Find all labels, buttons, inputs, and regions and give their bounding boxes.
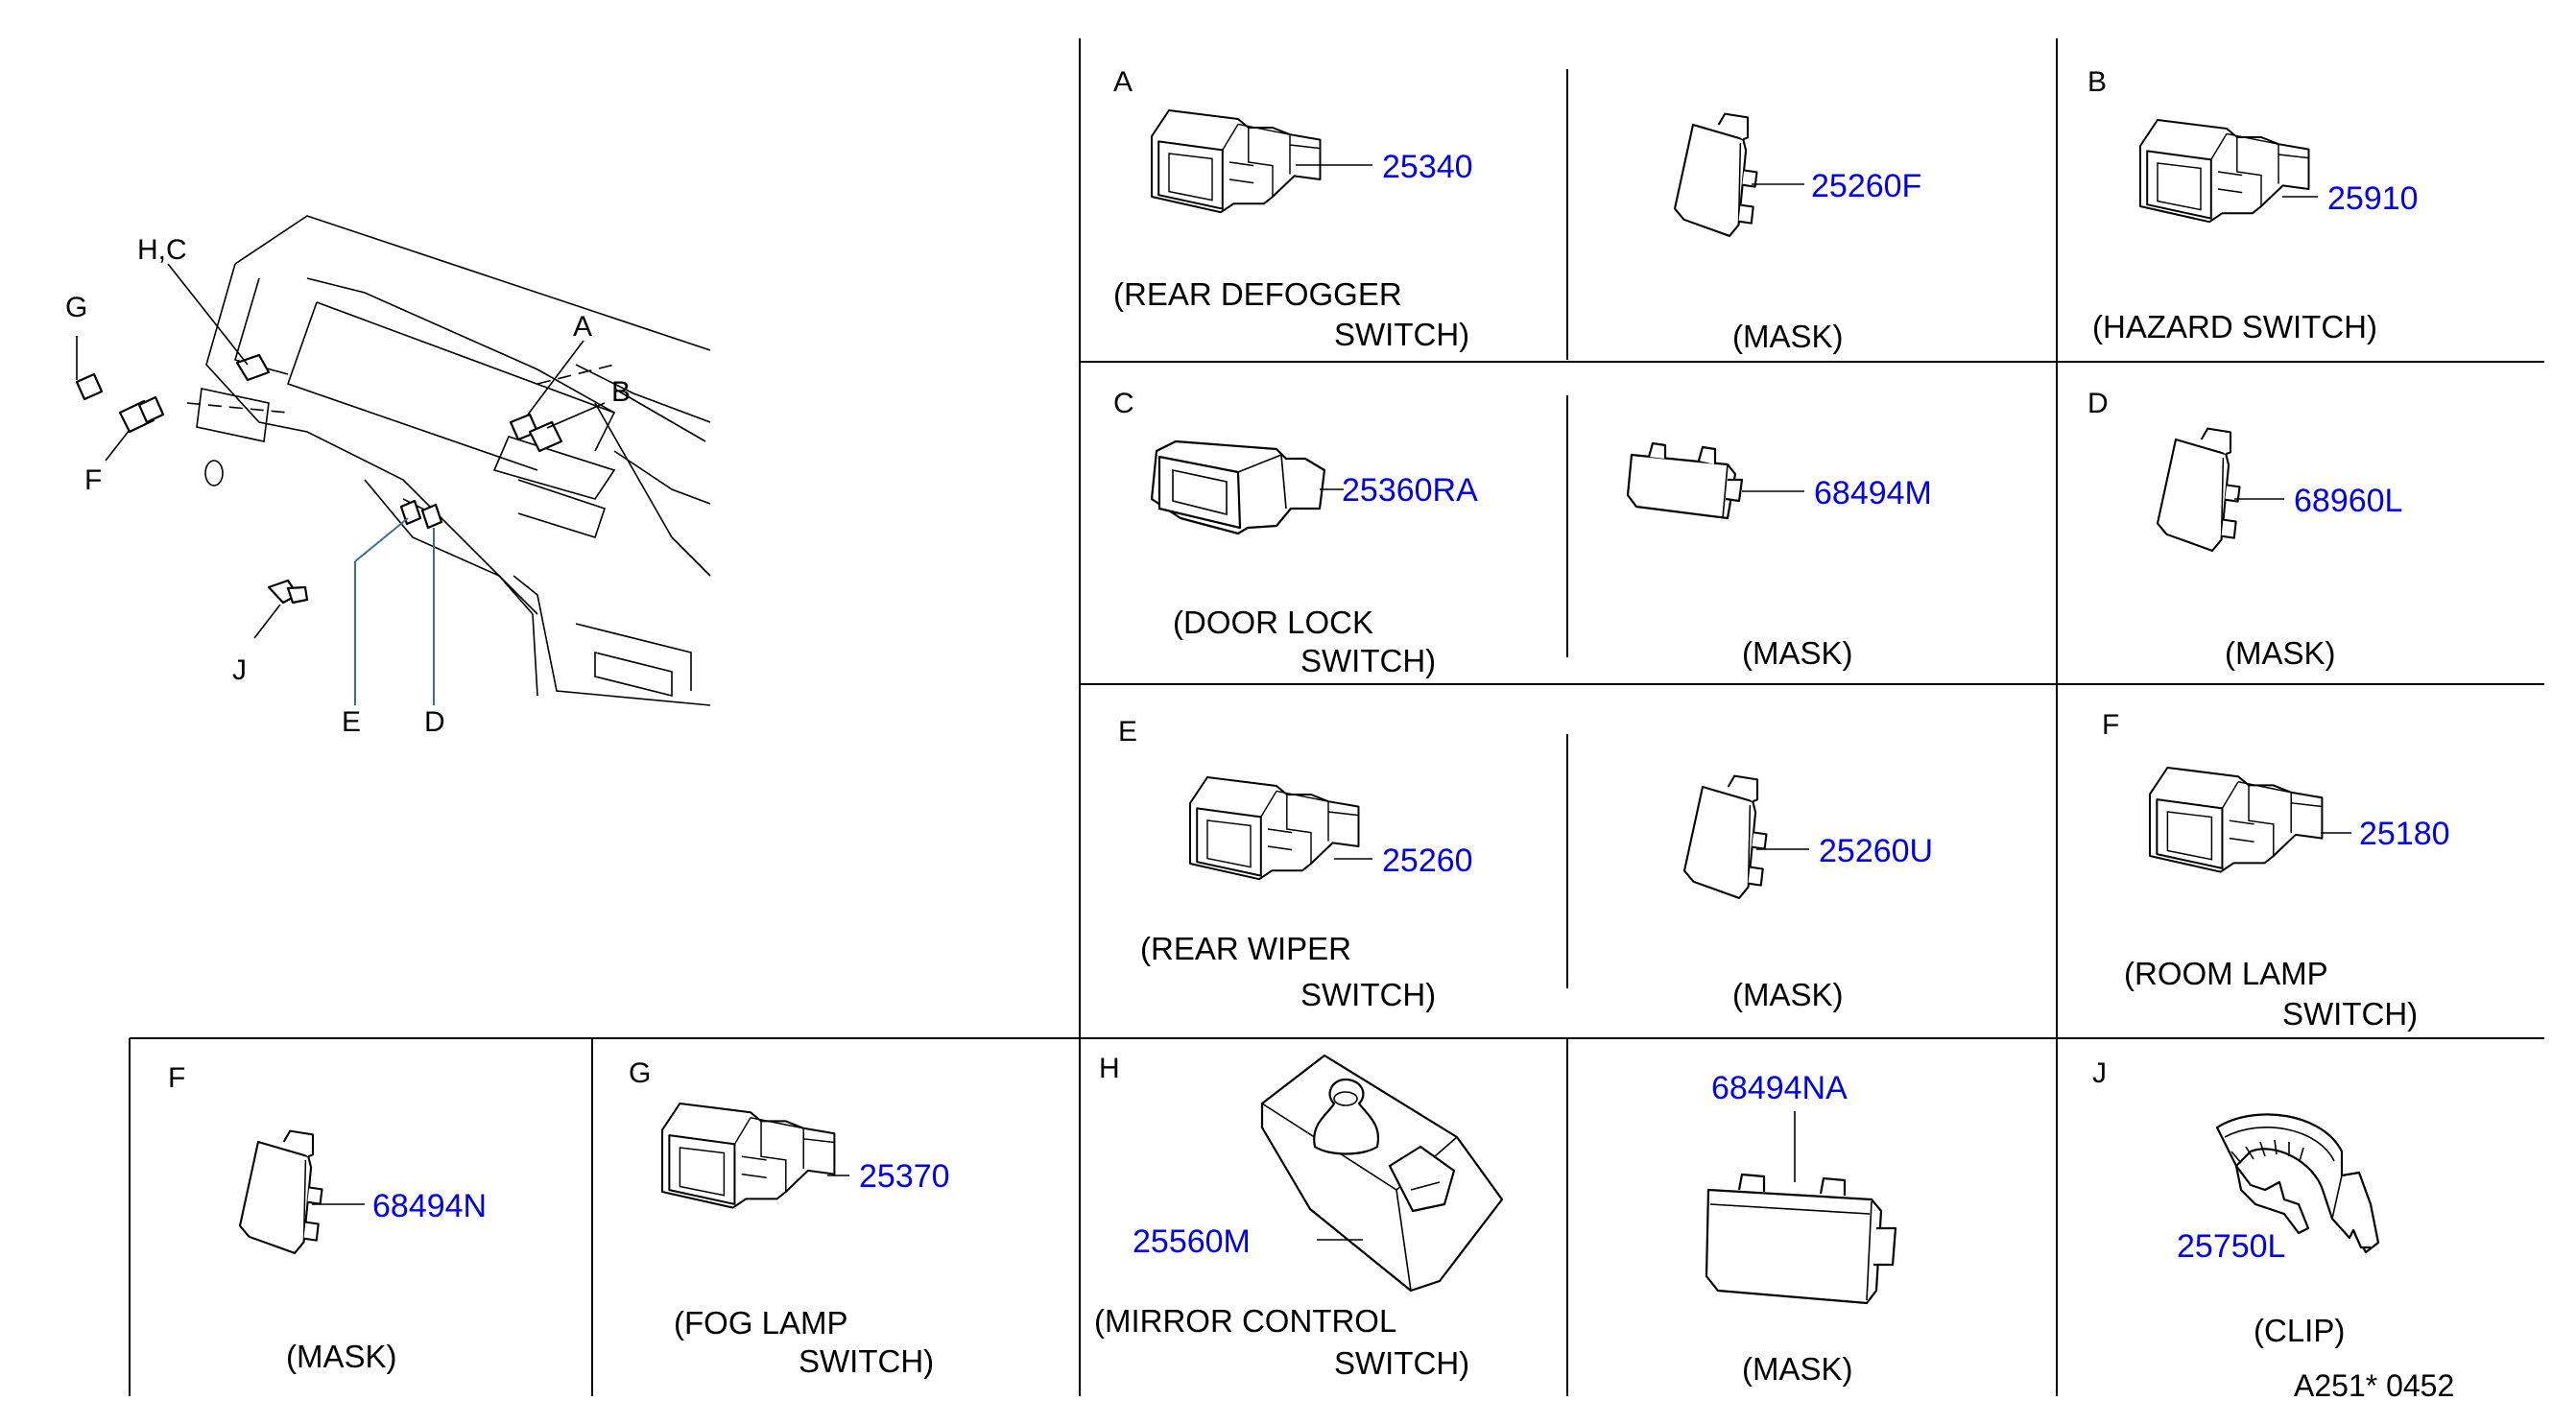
- cell-a-switch: A 25340 (REAR DEFOGGER SWITCH): [1113, 66, 1473, 352]
- part-number-link[interactable]: 68494N: [372, 1188, 487, 1224]
- overview-label-f: F: [84, 464, 102, 496]
- fog-lamp-switch-illustration: [660, 1102, 836, 1209]
- part-caption: SWITCH): [1334, 1345, 1469, 1381]
- part-caption: (ROOM LAMP: [2124, 956, 2328, 991]
- mask-illustration: [1673, 112, 1758, 237]
- cell-j-clip: J 25750L (CLIP): [2092, 1057, 2380, 1348]
- cell-c-switch: C 25360RA (DOOR LOCK SWITCH): [1113, 388, 1478, 678]
- part-caption: (MIRROR CONTROL: [1094, 1303, 1396, 1339]
- mask-illustration: [1626, 441, 1744, 520]
- part-caption: SWITCH): [1334, 317, 1469, 352]
- overview-label-a: A: [573, 311, 592, 343]
- cell-letter: B: [2087, 66, 2107, 98]
- cell-f-mask: F 68494N (MASK): [168, 1062, 487, 1374]
- part-caption: SWITCH): [2282, 996, 2418, 1032]
- cell-letter: F: [168, 1062, 185, 1094]
- cell-letter: C: [1113, 388, 1134, 419]
- part-caption: (MASK): [1732, 319, 1844, 354]
- part-caption: (MASK): [1742, 635, 1853, 671]
- clip-illustration: [2215, 1113, 2380, 1254]
- cell-letter: H: [1099, 1053, 1120, 1084]
- part-caption: SWITCH): [799, 1343, 934, 1379]
- cell-letter: A: [1113, 66, 1133, 98]
- cell-a-mask: 25260F (MASK): [1673, 112, 1921, 354]
- overview-label-e: E: [342, 706, 361, 738]
- part-number-link[interactable]: 25370: [859, 1158, 950, 1195]
- part-caption: SWITCH): [1300, 977, 1436, 1012]
- mask-illustration: [1705, 1173, 1897, 1305]
- cell-h-mask: 68494NA (MASK): [1705, 1070, 1897, 1387]
- cell-letter: E: [1118, 716, 1137, 748]
- part-number-link[interactable]: 25340: [1382, 149, 1473, 185]
- dashboard-outline: [186, 215, 711, 706]
- part-number-link[interactable]: 25560M: [1133, 1223, 1251, 1260]
- drawing-code: A251* 0452: [2294, 1368, 2454, 1403]
- overview-label-g: G: [65, 292, 87, 323]
- cell-letter: D: [2087, 388, 2109, 419]
- part-caption: SWITCH): [1300, 643, 1436, 678]
- part-caption: (REAR WIPER: [1140, 931, 1351, 966]
- door-lock-switch-illustration: [1150, 439, 1326, 535]
- mirror-control-switch-illustration: [1260, 1054, 1504, 1293]
- rear-defogger-switch-illustration: [1151, 109, 1322, 214]
- grid-lines: [129, 38, 2544, 1396]
- cell-h-switch: H 25560M (MIRROR CONTROL SWITCH): [1094, 1053, 1504, 1381]
- cell-letter: J: [2092, 1057, 2107, 1089]
- part-number-link[interactable]: 25360RA: [1342, 472, 1478, 509]
- part-caption: (MASK): [2225, 635, 2336, 671]
- cell-c-mask: 68494M (MASK): [1626, 441, 1932, 671]
- part-number-link[interactable]: 68960L: [2294, 483, 2402, 519]
- part-caption: (MASK): [1732, 977, 1844, 1012]
- part-number-link[interactable]: 25750L: [2177, 1228, 2285, 1265]
- part-number-link[interactable]: 68494NA: [1711, 1070, 1848, 1106]
- cell-letter: F: [2102, 709, 2119, 741]
- overview-label-b: B: [611, 376, 631, 408]
- part-caption: (DOOR LOCK: [1173, 605, 1373, 640]
- part-caption: (FOG LAMP: [674, 1305, 848, 1341]
- overview-label-hc: H,C: [137, 234, 187, 266]
- part-number-link[interactable]: 68494M: [1814, 475, 1932, 511]
- hazard-switch-illustration: [2139, 119, 2310, 224]
- part-number-link[interactable]: 25260: [1382, 843, 1473, 879]
- part-caption: (MASK): [1742, 1351, 1853, 1387]
- part-caption: (HAZARD SWITCH): [2092, 309, 2377, 344]
- mask-illustration: [238, 1129, 323, 1254]
- cell-g-switch: G 25370 (FOG LAMP SWITCH): [629, 1057, 950, 1379]
- dashboard-overview: H,C G F A B J E D: [65, 215, 711, 738]
- part-number-link[interactable]: 25910: [2327, 180, 2419, 217]
- part-number-link[interactable]: 25260F: [1811, 168, 1921, 204]
- part-caption: (REAR DEFOGGER: [1113, 276, 1402, 312]
- rear-wiper-switch-illustration: [1189, 776, 1360, 881]
- cell-e-mask: 25260U (MASK): [1682, 774, 1933, 1012]
- cell-d-mask: D 68960L (MASK): [2087, 388, 2402, 671]
- mask-illustration: [1682, 774, 1768, 899]
- overview-label-d: D: [424, 706, 445, 738]
- cell-letter: G: [629, 1057, 651, 1089]
- cell-f-switch: F 25180 (ROOM LAMP SWITCH): [2102, 709, 2450, 1032]
- part-caption: (CLIP): [2254, 1313, 2345, 1348]
- cell-e-switch: E 25260 (REAR WIPER SWITCH): [1118, 716, 1473, 1012]
- part-number-link[interactable]: 25260U: [1819, 833, 1933, 869]
- cell-b-switch: B 25910 (HAZARD SWITCH): [2087, 66, 2419, 344]
- part-number-link[interactable]: 25180: [2359, 816, 2450, 852]
- overview-label-j: J: [232, 654, 247, 686]
- room-lamp-switch-illustration: [2148, 766, 2324, 873]
- part-caption: (MASK): [286, 1339, 397, 1374]
- mask-illustration: [2156, 427, 2241, 552]
